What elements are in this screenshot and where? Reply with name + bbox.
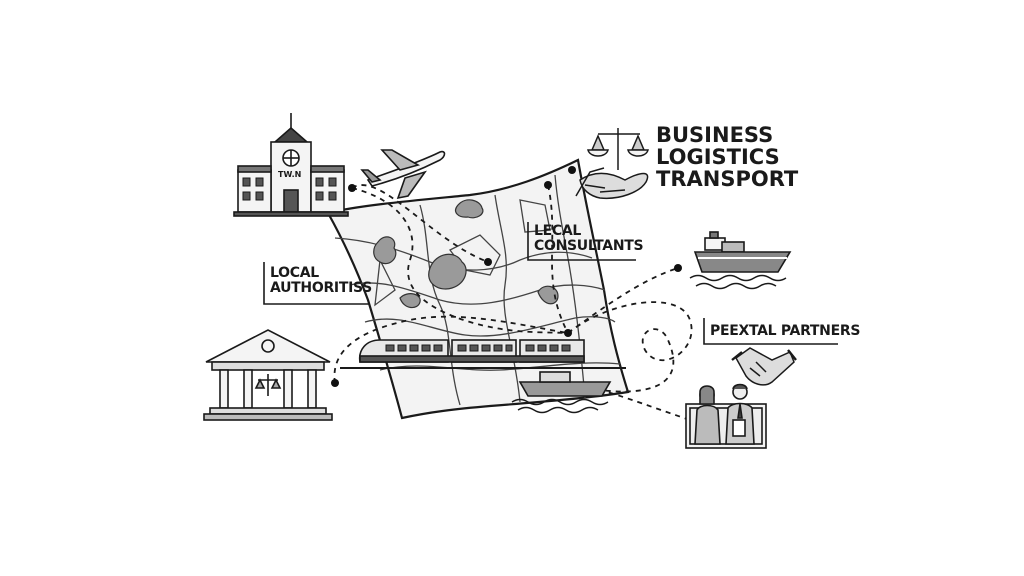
route-nodes xyxy=(331,166,694,424)
label-line: PEEXTAL PARTNERS xyxy=(710,323,861,339)
label-local-consultants: LECAL CONSULTANTS xyxy=(534,223,644,254)
label-local-authorities: LOCAL AUTHORITISS xyxy=(270,266,372,295)
courthouse-icon xyxy=(203,329,333,421)
label-line: LOCAL xyxy=(270,265,319,281)
title-line-logistics: LOGISTICS xyxy=(656,145,780,170)
airplane-icon xyxy=(360,149,446,200)
label-line: CONSULTANTS xyxy=(534,237,644,254)
title-block: BUSINESS LOGISTICS TRANSPORT xyxy=(656,124,798,190)
justice-handshake-icon xyxy=(575,128,649,200)
label-connectors xyxy=(263,222,838,345)
cargo-ship-icon xyxy=(689,231,792,290)
town-hall-icon xyxy=(233,113,349,217)
title-line-transport: TRANSPORT xyxy=(656,167,799,192)
handshake-icon xyxy=(731,347,797,386)
partners-photo-icon xyxy=(685,383,767,449)
building-sign: TW.N xyxy=(278,170,302,179)
route-lines xyxy=(333,184,693,421)
train-icon xyxy=(340,339,626,414)
map-icon xyxy=(326,158,630,420)
label-line: AUTHORITISS xyxy=(270,279,372,296)
title-line-business: BUSINESS xyxy=(656,123,774,147)
label-external-partners: PEEXTAL PARTNERS xyxy=(710,324,860,339)
label-line: LECAL xyxy=(534,223,582,239)
